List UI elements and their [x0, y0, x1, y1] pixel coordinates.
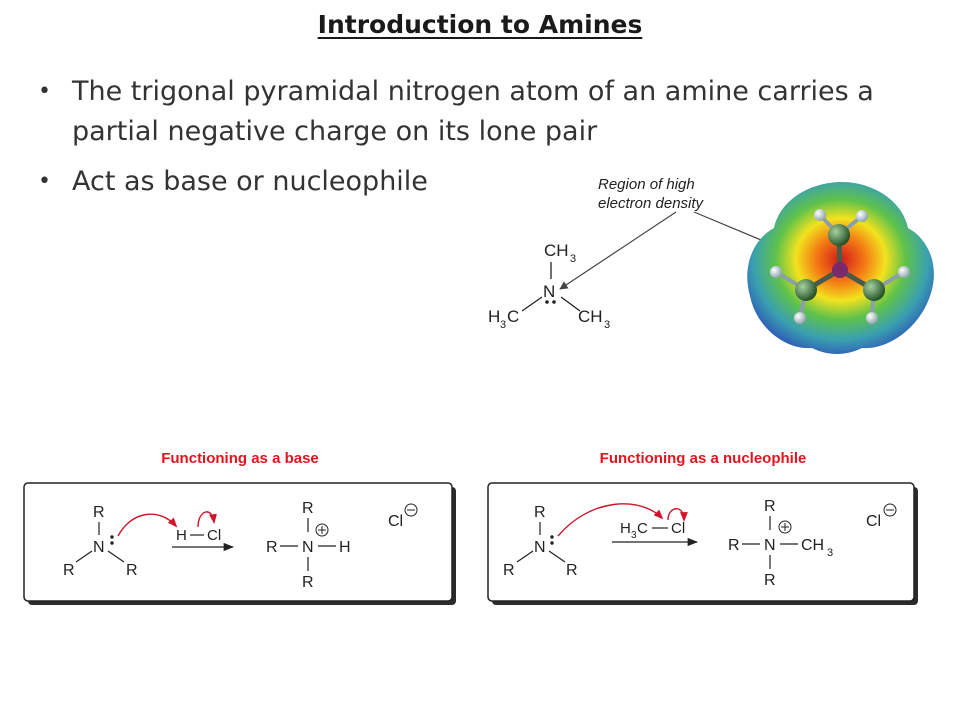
svg-text:H: H: [176, 527, 187, 544]
annotation-text: electron density: [598, 195, 705, 212]
svg-text:R: R: [534, 504, 546, 521]
svg-text:Cl: Cl: [671, 520, 685, 537]
svg-text:N: N: [93, 539, 105, 556]
svg-text:3: 3: [570, 253, 576, 265]
reaction-base-box: R N R R H Cl R R N H R Cl: [23, 482, 456, 605]
svg-text:H: H: [339, 539, 351, 556]
reaction-nucleophile-box: R N R R H 3 C Cl R R N CH 3 R Cl: [487, 482, 918, 605]
reaction-base-title: Functioning as a base: [161, 450, 319, 467]
svg-text:3: 3: [500, 319, 506, 331]
svg-text:R: R: [566, 562, 578, 579]
svg-text:H: H: [488, 307, 500, 326]
svg-text:R: R: [503, 562, 515, 579]
svg-text:R: R: [126, 562, 138, 579]
trimethylamine-structure: CH 3 N H 3 C CH 3: [488, 241, 610, 331]
svg-text:CH: CH: [544, 241, 569, 260]
svg-text:Cl: Cl: [207, 527, 221, 544]
svg-text:N: N: [543, 282, 555, 301]
reaction-nucleophile-title: Functioning as a nucleophile: [600, 450, 807, 467]
svg-text:R: R: [266, 539, 278, 556]
svg-text:R: R: [302, 574, 314, 591]
svg-text:CH: CH: [801, 537, 824, 554]
annotation-text: Region of high: [598, 176, 695, 193]
bullet-icon: •: [38, 169, 51, 194]
slide-title: Introduction to Amines: [317, 10, 643, 39]
annotation-arrow: [559, 211, 677, 290]
bullet-text: The trigonal pyramidal nitrogen atom of …: [72, 76, 874, 147]
svg-text:Cl: Cl: [388, 513, 403, 530]
svg-text:CH: CH: [578, 307, 603, 326]
svg-text:N: N: [302, 539, 314, 556]
svg-text:R: R: [93, 504, 105, 521]
svg-text:R: R: [728, 537, 740, 554]
bullet-list: • The trigonal pyramidal nitrogen atom of…: [38, 72, 898, 212]
electrostatic-potential-map: [747, 182, 934, 354]
svg-text:R: R: [302, 500, 314, 517]
svg-text:C: C: [637, 520, 648, 537]
svg-text:R: R: [63, 562, 75, 579]
svg-text:N: N: [764, 537, 776, 554]
bullet-text: Act as base or nucleophile: [72, 166, 428, 197]
svg-text:H: H: [620, 520, 631, 537]
bullet-icon: •: [38, 79, 51, 104]
svg-text:N: N: [534, 539, 546, 556]
svg-text:Cl: Cl: [866, 513, 881, 530]
svg-text:R: R: [764, 572, 776, 589]
bullet-item: • Act as base or nucleophile: [38, 162, 898, 202]
svg-text:3: 3: [604, 319, 610, 331]
svg-text:3: 3: [827, 547, 833, 559]
svg-text:3: 3: [631, 530, 637, 541]
bullet-item: • The trigonal pyramidal nitrogen atom of…: [38, 72, 898, 152]
svg-text:C: C: [507, 307, 519, 326]
svg-text:R: R: [764, 498, 776, 515]
